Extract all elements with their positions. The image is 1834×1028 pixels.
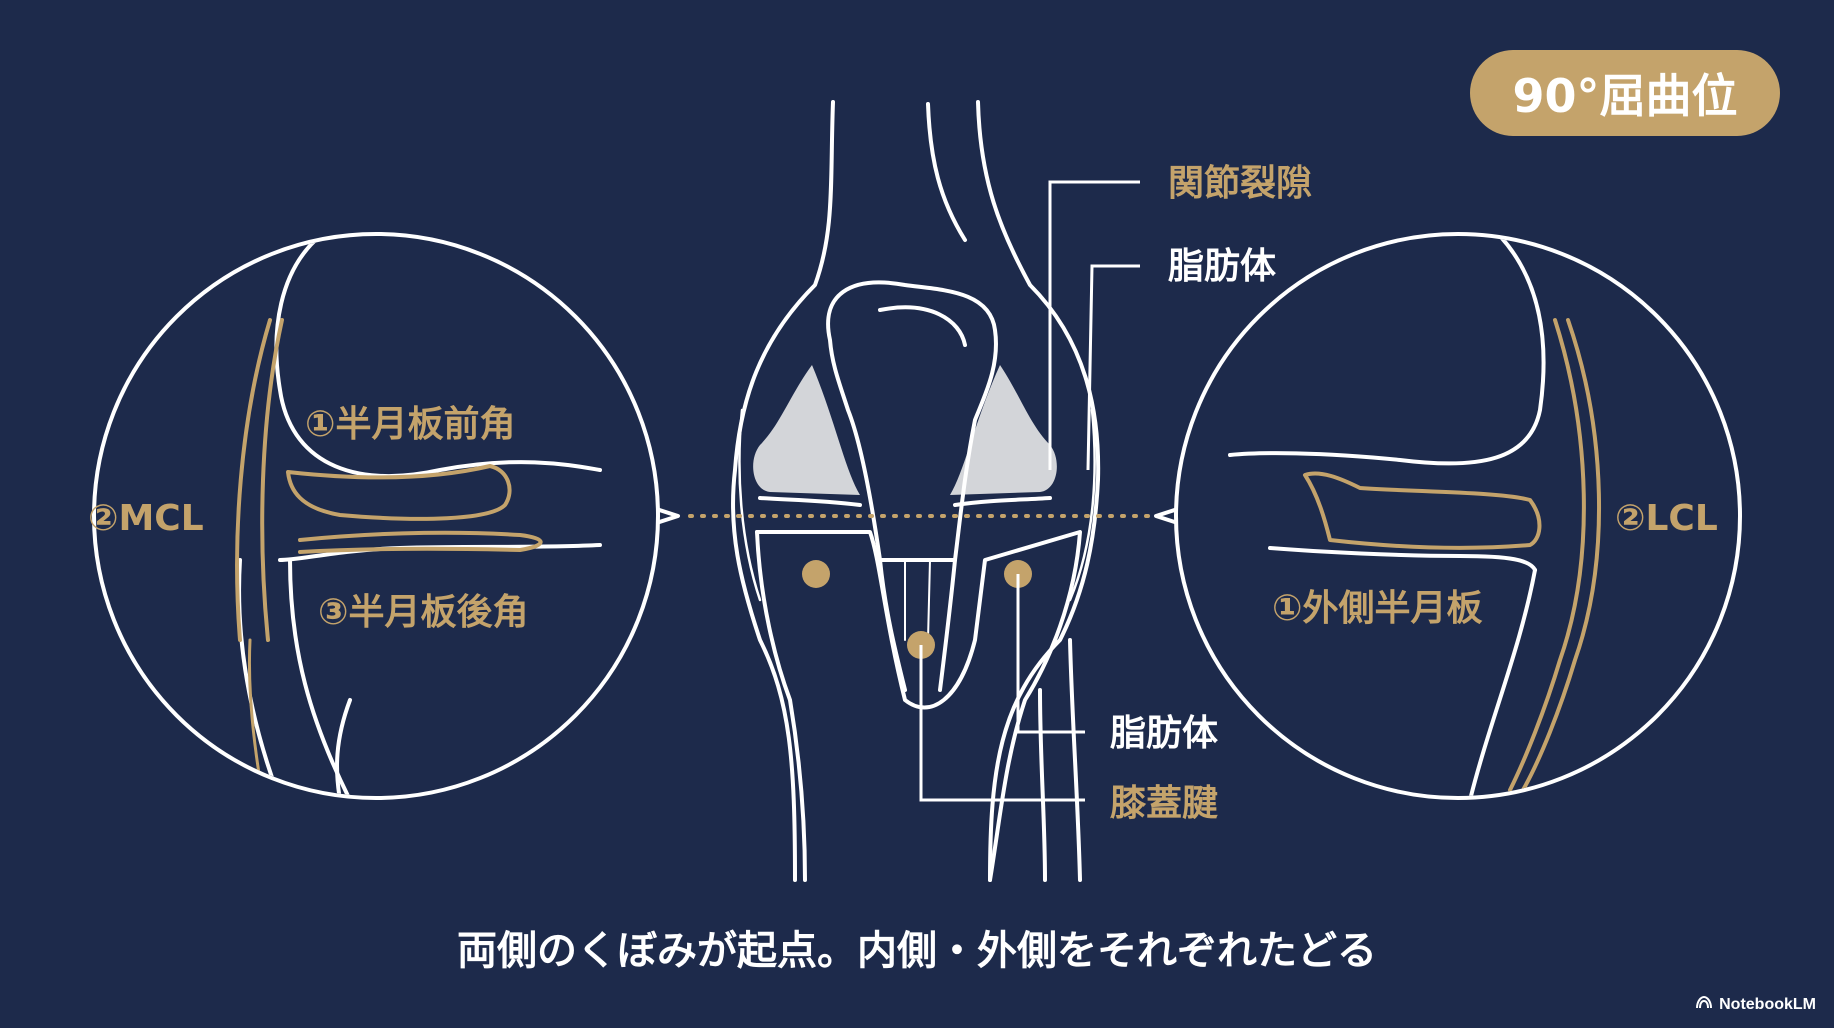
label-fat-body-top: 脂肪体: [1168, 246, 1276, 287]
leader-fat-body-top: [1086, 264, 1140, 471]
label-patellar-tendon: 膝蓋腱: [1110, 783, 1218, 824]
leader-lines: [919, 180, 1140, 802]
fat-pad-left: [753, 365, 860, 495]
notebooklm-logo-icon: [1695, 995, 1713, 1014]
label-right-lateral-meniscus: ①外側半月板: [1272, 588, 1482, 629]
label-left-mcl: ②MCL: [88, 498, 204, 539]
right-zoom: [1154, 232, 1742, 800]
tibia: [755, 530, 1082, 882]
position-badge: 90°屈曲位: [1470, 50, 1780, 136]
label-right-lcl: ②LCL: [1615, 498, 1718, 539]
brand-name: NotebookLM: [1719, 995, 1816, 1013]
label-joint-gap: 関節裂隙: [1168, 163, 1312, 204]
label-fat-body-bottom: 脂肪体: [1110, 713, 1218, 754]
patella: [826, 280, 998, 562]
label-left-meniscus-anterior: ①半月板前角: [305, 404, 515, 445]
leader-fat-body-bottom: [1016, 574, 1085, 734]
fat-pad-right: [950, 365, 1057, 495]
brand-watermark: NotebookLM: [1695, 995, 1816, 1014]
caption: 両側のくぼみが起点。内側・外側をそれぞれたどる: [457, 928, 1377, 974]
center-knee: [731, 100, 1101, 882]
leader-patellar-tendon: [919, 645, 1085, 802]
left-zoom: [92, 232, 680, 800]
label-left-meniscus-posterior: ③半月板後角: [318, 592, 528, 633]
leader-joint-gap: [1048, 180, 1140, 470]
fat-pad-point-left: [802, 560, 830, 588]
